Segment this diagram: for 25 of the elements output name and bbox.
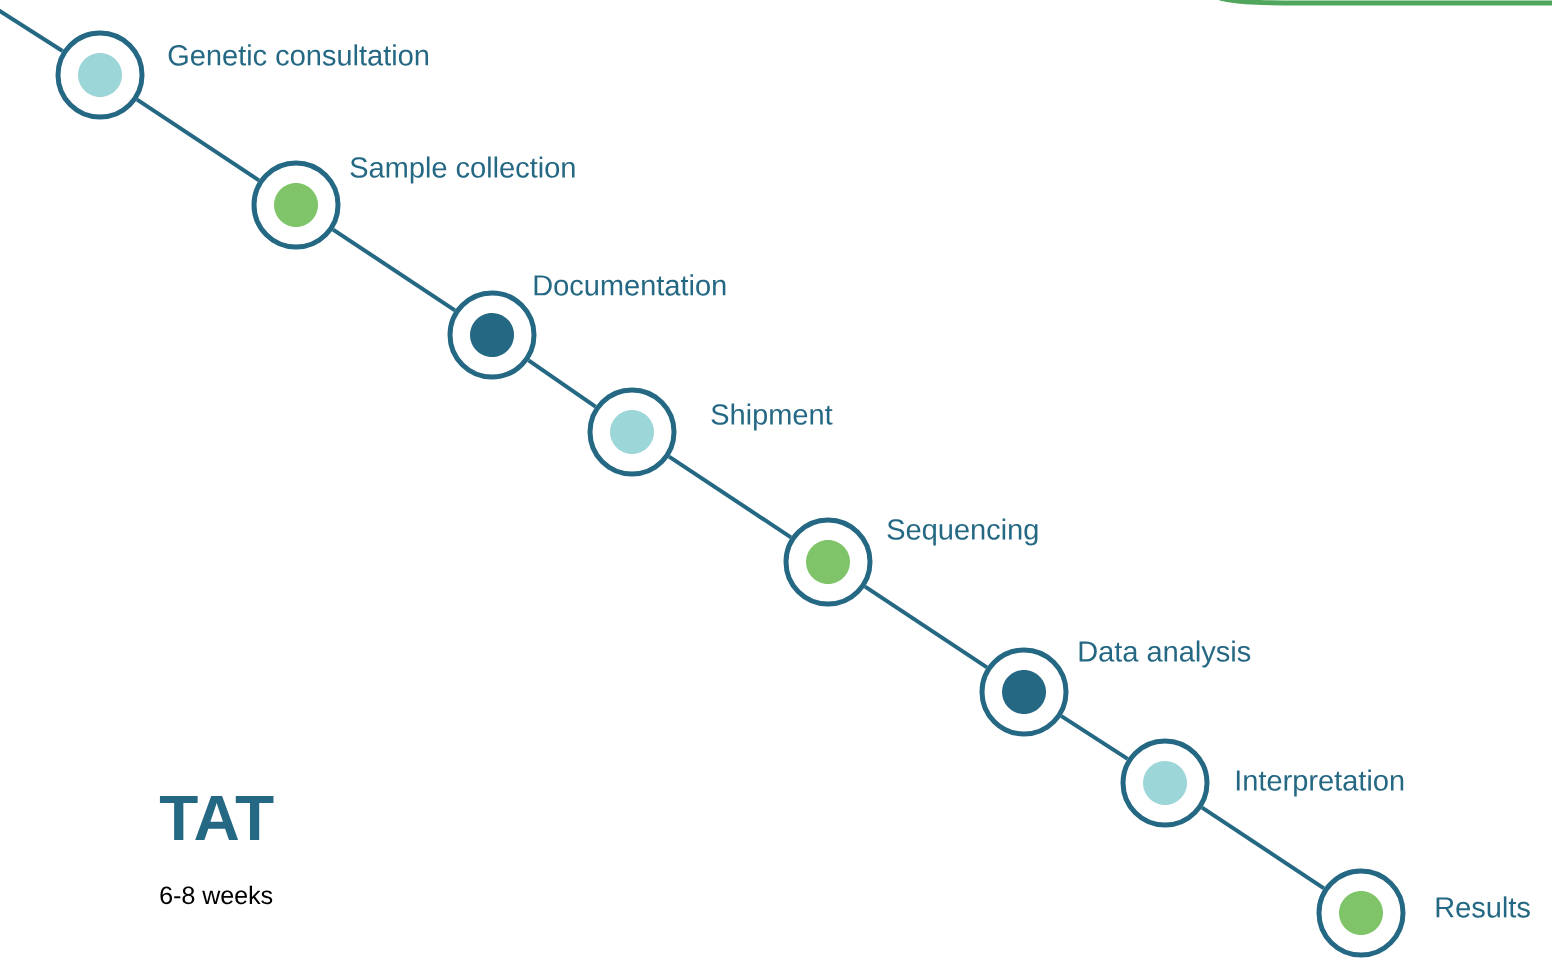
connector-line (1060, 714, 1129, 761)
step-label: Sample collection (350, 156, 575, 184)
step-label: Shipment (711, 403, 833, 431)
step-label: Data analysis (1079, 640, 1251, 668)
connector-line (668, 454, 793, 540)
step-circle (55, 30, 145, 120)
step-circle (783, 517, 873, 607)
duration-text: 6-8 weeks (160, 885, 273, 905)
step-label: Documentation (534, 274, 726, 296)
step-circle (1316, 868, 1406, 958)
step-circle (587, 387, 677, 477)
connector-line (1201, 805, 1326, 891)
heading: TAT (159, 795, 274, 840)
step-circle (1120, 738, 1210, 828)
step-circle (251, 160, 341, 250)
connector-line (527, 358, 597, 409)
connector-line (864, 584, 989, 670)
step-label: Sequencing (887, 518, 1038, 546)
connector-line (0, 6, 64, 53)
connector-line (332, 227, 457, 313)
step-circle (979, 647, 1069, 737)
connector-line (136, 97, 261, 183)
step-label: Interpretation (1236, 769, 1404, 797)
step-label: Genetic consultation (168, 44, 429, 66)
step-label: Results (1436, 896, 1530, 918)
